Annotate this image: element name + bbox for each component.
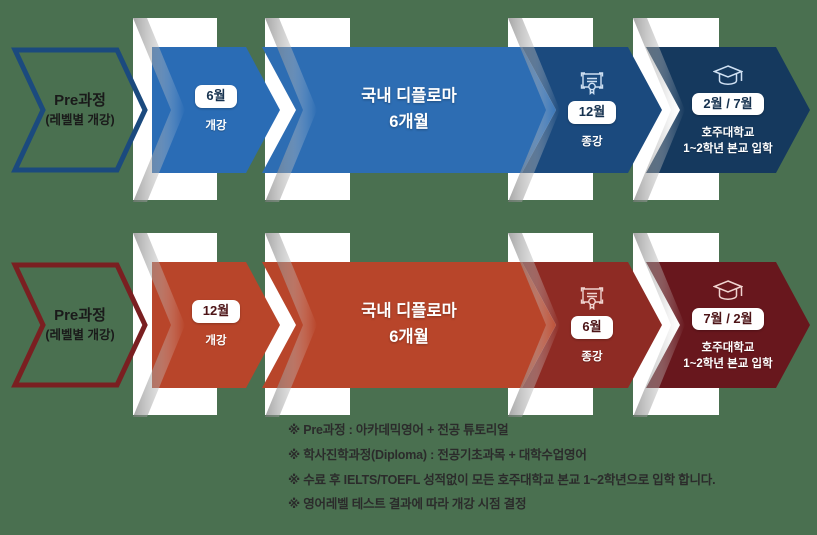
pre-course-text: Pre과정 (레벨별 개강) xyxy=(45,92,114,129)
certificate-icon xyxy=(579,285,605,310)
diploma-line-2: 6개월 xyxy=(389,328,429,346)
chevron-outline-shape xyxy=(11,262,148,388)
step-admission-blue[interactable]: 2월 / 7월 호주대학교 1~2학년 본교 입학 xyxy=(646,47,810,173)
chevron-outline-shape xyxy=(11,47,148,173)
diploma-text: 국내 디플로마 6개월 xyxy=(361,84,457,135)
month-badge: 2월 / 7월 xyxy=(692,93,763,116)
diploma-text: 국내 디플로마 6개월 xyxy=(361,299,457,350)
pre-course-chevron-blue[interactable]: Pre과정 (레벨별 개강) xyxy=(11,46,149,174)
month-badge: 6월 xyxy=(571,316,612,339)
month-badge: 12월 xyxy=(192,300,240,323)
step-label: 호주대학교 1~2학년 본교 입학 xyxy=(683,126,772,157)
pre-course-subtitle: (레벨별 개강) xyxy=(45,112,115,127)
step-label-line-2: 1~2학년 본교 입학 xyxy=(683,357,773,370)
footnote-item: ※ Pre과정 : 아카데믹영어 + 전공 튜토리얼 xyxy=(288,423,509,437)
month-badge: 6월 xyxy=(195,85,236,108)
pre-course-subtitle: (레벨별 개강) xyxy=(45,327,115,342)
step-label: 종강 xyxy=(581,350,603,363)
certificate-icon xyxy=(579,70,605,95)
month-badge: 12월 xyxy=(568,101,616,124)
footnote-item: ※ 영어레벨 테스트 결과에 따라 개강 시점 결정 xyxy=(288,497,527,512)
step-label: 개강 xyxy=(205,335,227,348)
step-diploma-red[interactable]: 국내 디플로마 6개월 xyxy=(262,262,556,388)
step-label: 호주대학교 1~2학년 본교 입학 xyxy=(683,341,772,372)
footnote-item: ※ 수료 후 IELTS/TOEFL 성적없이 모든 호주대학교 본교 1~2학… xyxy=(288,472,716,487)
step-diploma-blue[interactable]: 국내 디플로마 6개월 xyxy=(262,47,556,173)
pre-course-title: Pre과정 xyxy=(54,306,106,324)
step-start-red[interactable]: 12월 개강 xyxy=(152,262,280,388)
pre-course-text: Pre과정 (레벨별 개강) xyxy=(45,307,114,344)
diploma-line-2: 6개월 xyxy=(389,113,429,131)
diploma-line-1: 국내 디플로마 xyxy=(361,87,457,106)
process-row-red: Pre과정 (레벨별 개강) 12월 개강 국내 디플로마 6개월 xyxy=(0,215,817,415)
graduation-cap-icon xyxy=(713,278,743,302)
step-label-line-2: 1~2학년 본교 입학 xyxy=(683,142,773,155)
footnotes: ※ Pre과정 : 아카데믹영어 + 전공 튜토리얼 ※ 학사진학과정(Dipl… xyxy=(288,423,716,523)
step-label: 종강 xyxy=(581,135,603,148)
graduation-cap-icon xyxy=(713,63,743,87)
step-admission-red[interactable]: 7월 / 2월 호주대학교 1~2학년 본교 입학 xyxy=(646,262,810,388)
step-label: 개강 xyxy=(205,120,227,133)
diploma-line-1: 국내 디플로마 xyxy=(361,302,457,321)
footnote-item: ※ 학사진학과정(Diploma) : 전공기초과목 + 대학수업영어 xyxy=(288,447,587,462)
step-label-line-1: 호주대학교 xyxy=(701,127,755,140)
pre-course-title: Pre과정 xyxy=(54,91,106,109)
step-label-line-1: 호주대학교 xyxy=(701,342,755,355)
month-badge: 7월 / 2월 xyxy=(692,308,763,331)
step-start-blue[interactable]: 6월 개강 xyxy=(152,47,280,173)
pre-course-chevron-red[interactable]: Pre과정 (레벨별 개강) xyxy=(11,261,149,389)
process-row-blue: Pre과정 (레벨별 개강) 6월 개강 국내 디플로마 6개월 xyxy=(0,0,817,200)
